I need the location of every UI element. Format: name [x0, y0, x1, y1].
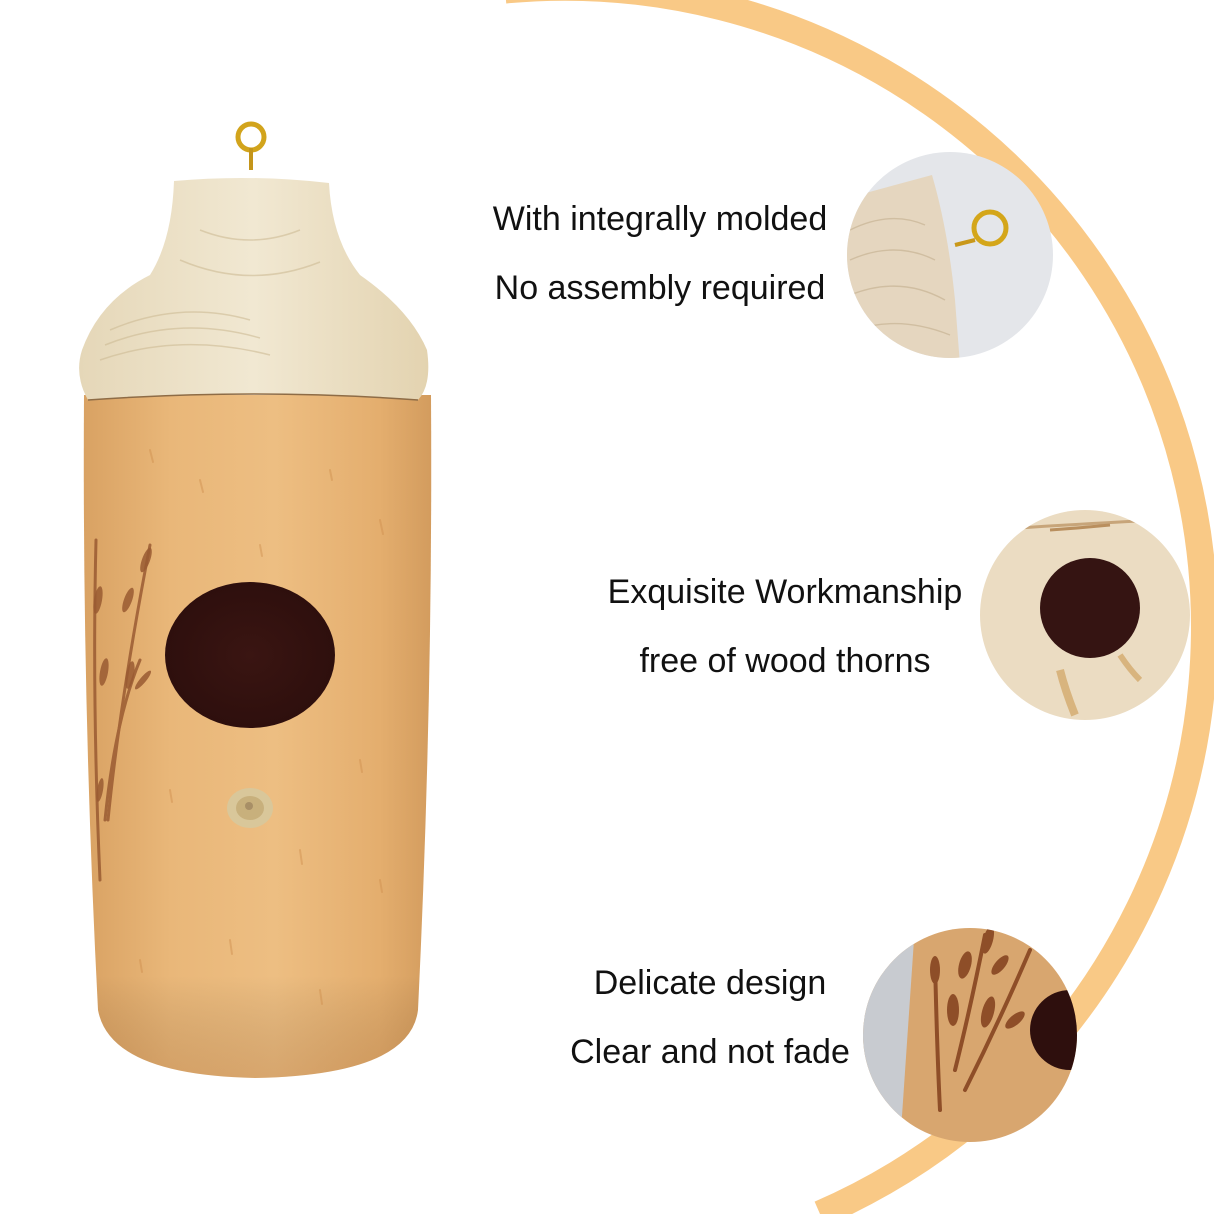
feature-caption-3: Delicate design Clear and not fade: [540, 966, 880, 1069]
feature-caption-1: With integrally molded No assembly requi…: [470, 202, 850, 305]
detail-circle-engraving: [863, 928, 1077, 1142]
entrance-hole: [165, 582, 335, 728]
engraved-reeds-decoration: [93, 538, 152, 882]
feature-caption-2: Exquisite Workmanship free of wood thorn…: [580, 575, 990, 678]
feature-2-line-1: Exquisite Workmanship: [607, 573, 963, 611]
birdhouse-main-image: [79, 121, 432, 1078]
detail-circle-hole: [980, 510, 1190, 720]
perch-peg: [227, 788, 273, 828]
feature-1-line-1: With integrally molded: [492, 200, 828, 238]
birdhouse-roof: [79, 177, 429, 400]
detail-circle-hook: [847, 152, 1053, 358]
feature-3-line-1: Delicate design: [593, 964, 827, 1002]
feature-2-line-2: free of wood thorns: [639, 642, 931, 680]
hanging-hook-icon: [235, 121, 267, 170]
feature-3-line-2: Clear and not fade: [570, 1033, 850, 1071]
feature-1-line-2: No assembly required: [494, 269, 826, 307]
